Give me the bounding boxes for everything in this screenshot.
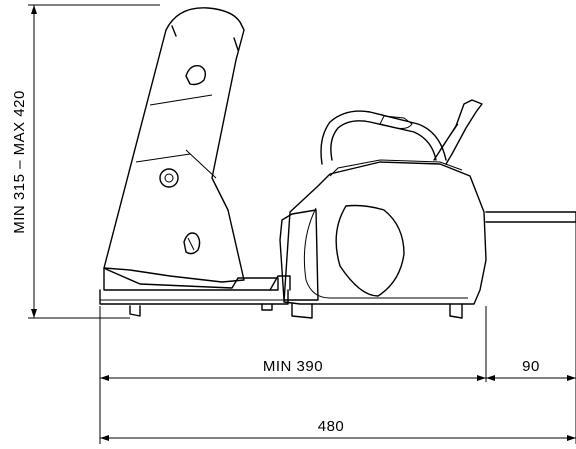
- base-depth-dimension: MIN 390: [100, 358, 486, 381]
- extension-label: 90: [522, 358, 540, 375]
- middle-knob: [159, 168, 179, 188]
- extension-dimension: 90: [486, 358, 576, 381]
- extension-lines: [99, 222, 576, 444]
- lower-knob: [183, 232, 201, 255]
- height-range-label: MIN 315 – MAX 420: [11, 90, 28, 234]
- height-dimension: MIN 315 – MAX 420: [11, 4, 160, 319]
- base-plate: [99, 275, 291, 305]
- upper-knob: [185, 65, 207, 86]
- housing-unit: [279, 99, 576, 319]
- base-depth-label: MIN 390: [263, 358, 323, 375]
- total-label: 480: [318, 418, 345, 435]
- total-dimension: 480: [100, 418, 576, 441]
- column-unit: [103, 7, 279, 317]
